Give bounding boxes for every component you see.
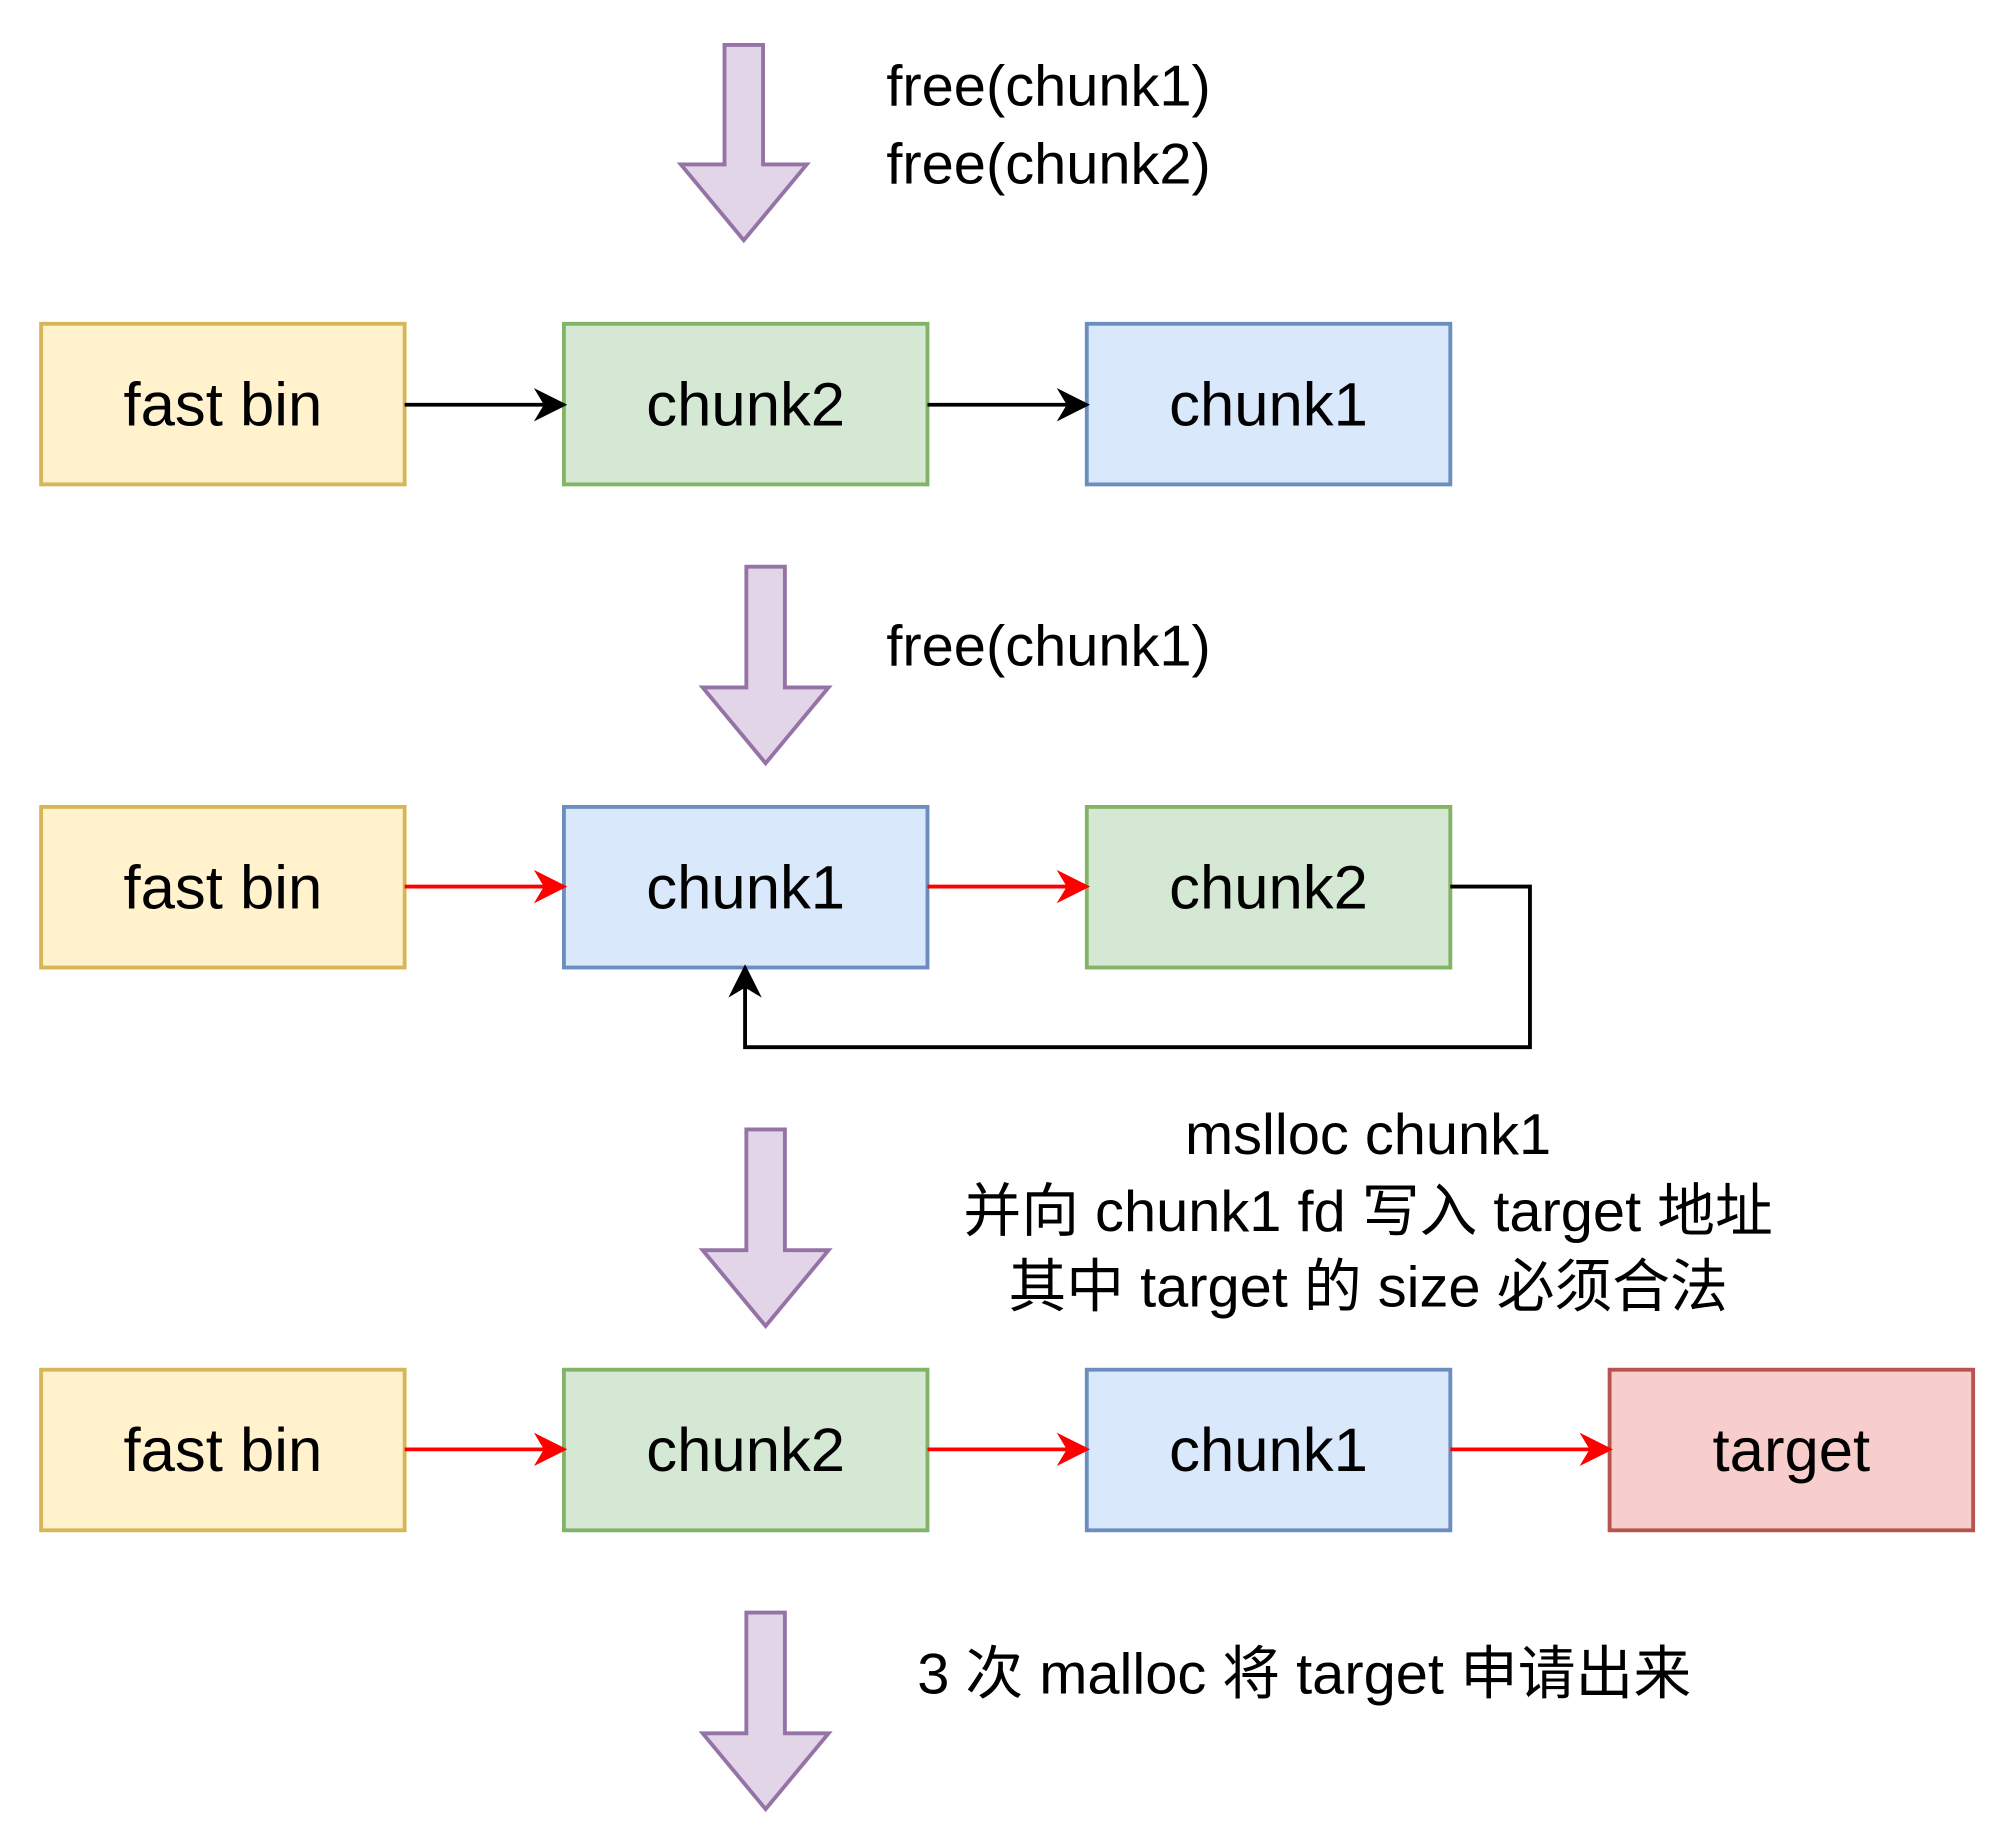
row1-fast-bin-box (39, 321, 407, 487)
row2-chunk1-label: chunk1 (646, 853, 845, 922)
row3-target-label: target (1713, 1416, 1871, 1485)
row1-chunk2-label: chunk2 (646, 370, 845, 439)
step3-note-3: 其中 target 的 size 必须合法 (1008, 1256, 1727, 1320)
step3-note-2: 并向 chunk1 fd 写入 target 地址 (963, 1180, 1772, 1244)
row2-chunk2-label: chunk2 (1169, 853, 1368, 922)
row3-fast-bin-label: fast bin (123, 1416, 322, 1485)
row3-chunk2-box (562, 1367, 930, 1533)
row2-chunk1-box (562, 804, 930, 970)
row3-chunk2-label: chunk2 (646, 1416, 845, 1485)
row3-fast-bin-box (39, 1367, 407, 1533)
row2-fast-bin-box (39, 804, 407, 970)
row3-chunk1-box (1084, 1367, 1453, 1533)
row2-loop-back-link (728, 884, 1532, 1050)
step2-note-1: free(chunk1) (886, 615, 1210, 679)
row1-chunk1-box (1084, 321, 1453, 487)
row2-fast-bin-label: fast bin (123, 853, 322, 922)
step-arrow-1 (676, 43, 811, 244)
step-arrow-2 (698, 564, 833, 767)
step1-note-1: free(chunk1) (886, 54, 1210, 118)
step-arrow-4 (698, 1610, 833, 1813)
row1: fast bin chunk2 chunk1 (39, 321, 1453, 487)
row1-chunk1-label: chunk1 (1169, 370, 1368, 439)
row3: fast bin chunk2 chunk1 target (39, 1367, 1976, 1533)
step1-note-2: free(chunk2) (886, 133, 1210, 197)
step4-note-1: 3 次 malloc 将 target 申请出来 (917, 1642, 1691, 1706)
row1-fast-bin-label: fast bin (123, 370, 322, 439)
row3-target-box (1607, 1367, 1976, 1533)
row2-chunk2-box (1084, 804, 1453, 970)
step3-note-1: mslloc chunk1 (1185, 1103, 1551, 1167)
row3-chunk1-label: chunk1 (1169, 1416, 1368, 1485)
step-arrow-3 (698, 1127, 833, 1330)
row1-chunk2-box (562, 321, 930, 487)
row2: fast bin chunk1 chunk2 (39, 804, 1532, 1050)
